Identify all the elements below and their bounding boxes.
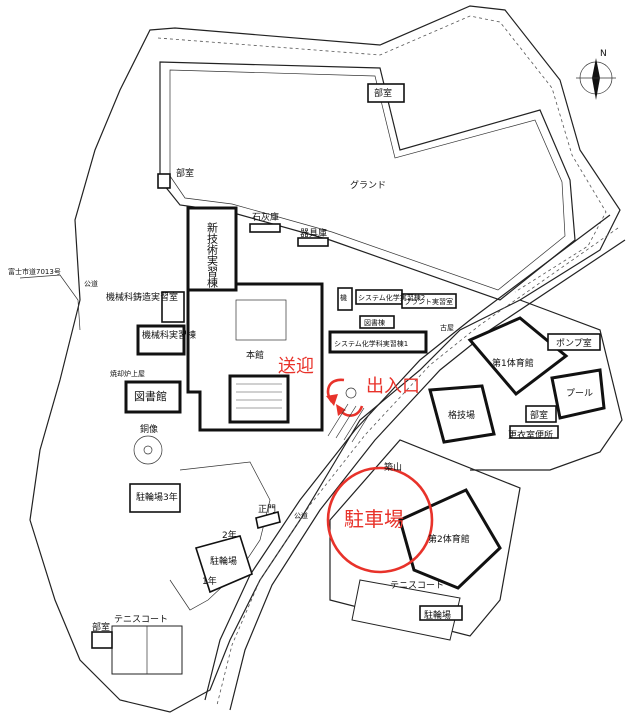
- toshokan-bldg: [124, 380, 182, 414]
- label-sogei: 送迎: [278, 356, 314, 377]
- honkan-stair-hatch: [236, 383, 282, 409]
- label-tosho: 図書棟: [364, 318, 385, 327]
- city-road: [19, 274, 81, 331]
- kiguko-bldg: [297, 237, 329, 247]
- label-plant: プラント実習室: [404, 297, 453, 306]
- bushitsu-left-bldg: [157, 173, 171, 189]
- label-north: N: [600, 49, 607, 59]
- kikai-jisshu-bldg: [136, 324, 186, 356]
- label-chuurin1: 1年: [202, 575, 217, 587]
- public-road: [204, 214, 611, 701]
- taiikukan1-bldg: [467, 316, 569, 397]
- sekkaiko-bldg: [249, 223, 281, 233]
- label-kikai-jisshu: 機械科実習棟: [142, 329, 196, 341]
- label-bushitsu-right: 部室: [530, 409, 548, 421]
- dozo-inner: [143, 445, 153, 455]
- label-chuurin3: 駐輪場3年: [136, 491, 178, 503]
- chushajo-circle: [326, 466, 434, 574]
- lower-left-lot: [169, 461, 271, 611]
- entrance-roundabout: [345, 387, 357, 399]
- label-sekkaiko: 石灰庫: [252, 211, 279, 223]
- label-tennis-left: テニスコート: [114, 614, 168, 625]
- label-bushitsu-left: 部室: [176, 167, 194, 179]
- tennis-right: [351, 579, 461, 641]
- right-lot: [470, 299, 623, 471]
- koui-bldg: [509, 425, 559, 439]
- label-chuurin-mid: 駐輪場: [210, 555, 237, 567]
- label-grand: グランド: [350, 179, 386, 191]
- pump-bldg: [547, 333, 601, 351]
- label-chushajo: 駐車場: [344, 507, 404, 531]
- chuurin-area: [194, 535, 253, 594]
- campus-boundary: [29, 5, 621, 713]
- north-arrow: [576, 58, 616, 100]
- bushitsu-bottom-bldg: [91, 631, 113, 649]
- label-dozo: 銅像: [140, 423, 158, 435]
- kakugi-bldg: [428, 384, 496, 444]
- dozo-outer: [133, 435, 163, 465]
- label-taiikukan2: 第2体育館: [428, 533, 470, 545]
- label-kodo2: 公道: [294, 511, 308, 520]
- label-chuurin2: 2年: [222, 529, 237, 541]
- label-koya: 古屋: [440, 323, 454, 332]
- label-tsukiyama: 築山: [384, 461, 402, 473]
- parking-lot: [329, 439, 521, 637]
- label-koui: 更衣室便所: [508, 429, 553, 441]
- label-honkan: 本館: [246, 349, 264, 361]
- label-shokyakuro: 焼却炉上屋: [110, 369, 145, 378]
- pool-bldg: [550, 368, 606, 420]
- parking-stalls-left: [327, 403, 373, 443]
- label-tennis-right: テニスコート: [390, 580, 444, 591]
- label-deiriguchi: 出入口: [366, 376, 420, 397]
- label-shinjutsu: 新技術実習棟: [206, 221, 219, 289]
- label-bushitsu-bottom: 部室: [92, 621, 110, 633]
- label-pool: プール: [566, 388, 593, 399]
- label-seimon: 正門: [258, 504, 276, 515]
- churinjo-bottom-bldg: [419, 605, 463, 621]
- label-fujishido: 富士市道7013号: [8, 267, 61, 276]
- kikai-chuzo-bldg: [161, 291, 185, 323]
- chuurin3-bldg: [129, 483, 181, 513]
- label-kabu: 機: [340, 293, 347, 302]
- bushitsu-top-bldg: [367, 83, 405, 103]
- label-system2: システム化学実習棟2: [358, 293, 425, 302]
- kabu-bldg: [337, 287, 353, 311]
- tosho-bldg: [359, 315, 395, 329]
- label-toshokan: 図書館: [134, 389, 167, 403]
- label-bushitsu-top: 部室: [374, 87, 392, 99]
- plant-bldg: [401, 293, 457, 309]
- road-center: [216, 227, 619, 706]
- honkan-inner-court: [235, 299, 287, 341]
- label-churinjo-bottom: 駐輪場: [424, 609, 451, 621]
- label-system1: システム化学科実習棟1: [334, 339, 408, 348]
- arrow-in-head: [326, 394, 338, 406]
- honkan-stairs: [228, 374, 290, 424]
- label-kakugi: 格技場: [448, 409, 475, 421]
- ground-inner: [169, 69, 566, 291]
- label-kiguko: 器具庫: [300, 227, 327, 239]
- label-taiikukan1: 第1体育館: [492, 357, 534, 369]
- bushitsu-right-bldg: [525, 405, 557, 423]
- label-kodo: 公道: [84, 279, 98, 288]
- label-pump: ポンプ室: [556, 337, 592, 349]
- system1-bldg: [328, 330, 428, 354]
- seimon-gate: [255, 511, 281, 529]
- arrow-out-head: [336, 404, 346, 416]
- label-kikai-chuzo: 機械科鋳造実習室: [106, 291, 178, 303]
